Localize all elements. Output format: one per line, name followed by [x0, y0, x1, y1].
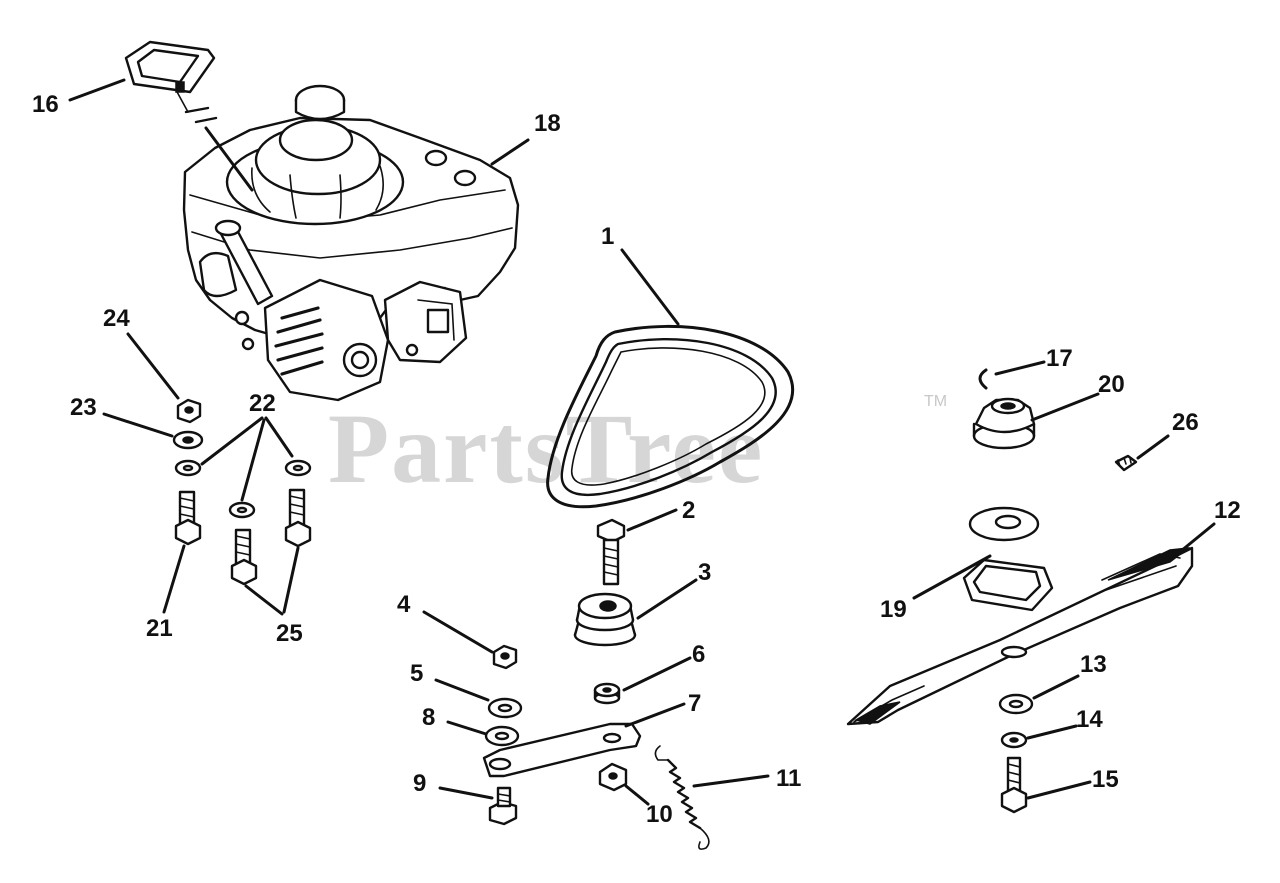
blade-assembly[interactable] [846, 360, 1216, 814]
part-label-18[interactable]: 18 [534, 110, 561, 137]
part-label-1[interactable]: 1 [601, 223, 614, 250]
idler-arm-group[interactable] [422, 610, 770, 850]
part-label-16[interactable]: 16 [32, 91, 59, 118]
engine-drawing[interactable] [182, 84, 530, 402]
part-label-5[interactable]: 5 [410, 660, 423, 687]
part-label-17[interactable]: 17 [1046, 345, 1073, 372]
part-label-24[interactable]: 24 [103, 305, 130, 332]
blade-pulley-group[interactable] [573, 508, 698, 705]
part-label-2[interactable]: 2 [682, 497, 695, 524]
part-label-19[interactable]: 19 [880, 596, 907, 623]
starter-handle-drawing[interactable] [68, 40, 254, 192]
engine-mount-hardware[interactable] [102, 332, 312, 616]
watermark-text: PartsTree [328, 393, 764, 504]
part-label-22[interactable]: 22 [249, 390, 276, 417]
part-label-13[interactable]: 13 [1080, 651, 1107, 678]
part-label-15[interactable]: 15 [1092, 766, 1119, 793]
watermark: PartsTree TM [328, 393, 947, 504]
part-label-10[interactable]: 10 [646, 801, 673, 828]
part-label-4[interactable]: 4 [397, 591, 411, 618]
part-label-14[interactable]: 14 [1076, 706, 1103, 733]
part-label-3[interactable]: 3 [698, 559, 711, 586]
part-label-8[interactable]: 8 [422, 704, 435, 731]
part-label-23[interactable]: 23 [70, 394, 97, 421]
part-label-12[interactable]: 12 [1214, 497, 1241, 524]
part-label-20[interactable]: 20 [1098, 371, 1125, 398]
part-label-26[interactable]: 26 [1172, 409, 1199, 436]
part-label-6[interactable]: 6 [692, 641, 705, 668]
part-label-21[interactable]: 21 [146, 615, 173, 642]
watermark-trademark: TM [924, 393, 947, 410]
belt-drawing[interactable] [546, 248, 795, 509]
part-label-7[interactable]: 7 [688, 690, 701, 717]
part-label-9[interactable]: 9 [413, 770, 426, 797]
part-label-25[interactable]: 25 [276, 620, 303, 647]
part-label-11[interactable]: 11 [776, 765, 801, 792]
part-number-labels: 1 2 3 4 5 6 7 8 9 10 11 12 13 14 15 16 1… [32, 91, 1241, 828]
